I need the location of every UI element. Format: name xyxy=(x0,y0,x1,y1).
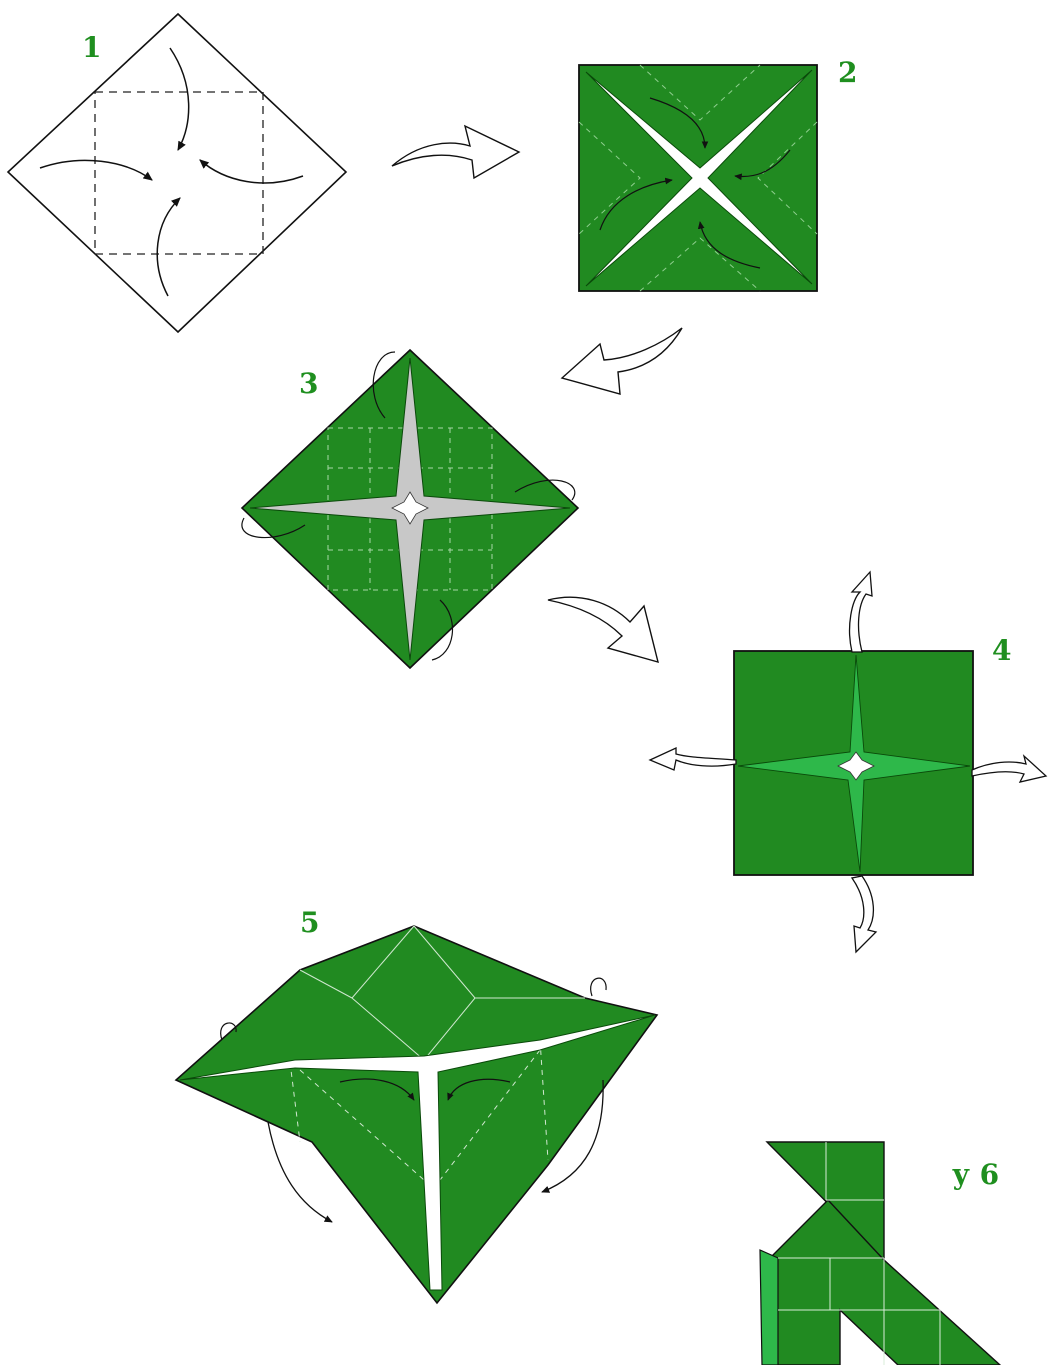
pull-arrow-icon xyxy=(650,748,736,770)
step-5-label: 5 xyxy=(300,906,319,939)
step-1-label: 1 xyxy=(82,31,101,64)
step-6-label: у 6 xyxy=(952,1158,999,1191)
step-6-wing-edge xyxy=(760,1250,778,1365)
step-4-figure: 4 xyxy=(650,572,1046,952)
step-3-label: 3 xyxy=(299,367,318,400)
step-6-figure: у 6 xyxy=(760,1142,1000,1365)
pull-arrow-icon xyxy=(852,876,876,952)
transition-arrow-icon xyxy=(548,597,658,662)
pull-arrow-icon xyxy=(972,756,1046,782)
step-1-figure: 1 xyxy=(8,14,346,332)
fold-arrow-icon xyxy=(591,978,606,996)
step-1-square-paper xyxy=(8,14,346,332)
transition-arrow-icon xyxy=(562,328,682,394)
step-3-figure: 3 xyxy=(242,350,578,668)
pull-arrow-icon xyxy=(850,572,872,652)
step-5-base-shape xyxy=(176,926,657,1303)
step-6-body xyxy=(770,1200,1000,1365)
step-5-figure: 5 xyxy=(176,906,657,1303)
transition-arrow-icon xyxy=(392,126,519,178)
step-4-label: 4 xyxy=(992,634,1011,667)
step-2-label: 2 xyxy=(838,56,857,89)
step-2-figure: 2 xyxy=(579,56,857,291)
